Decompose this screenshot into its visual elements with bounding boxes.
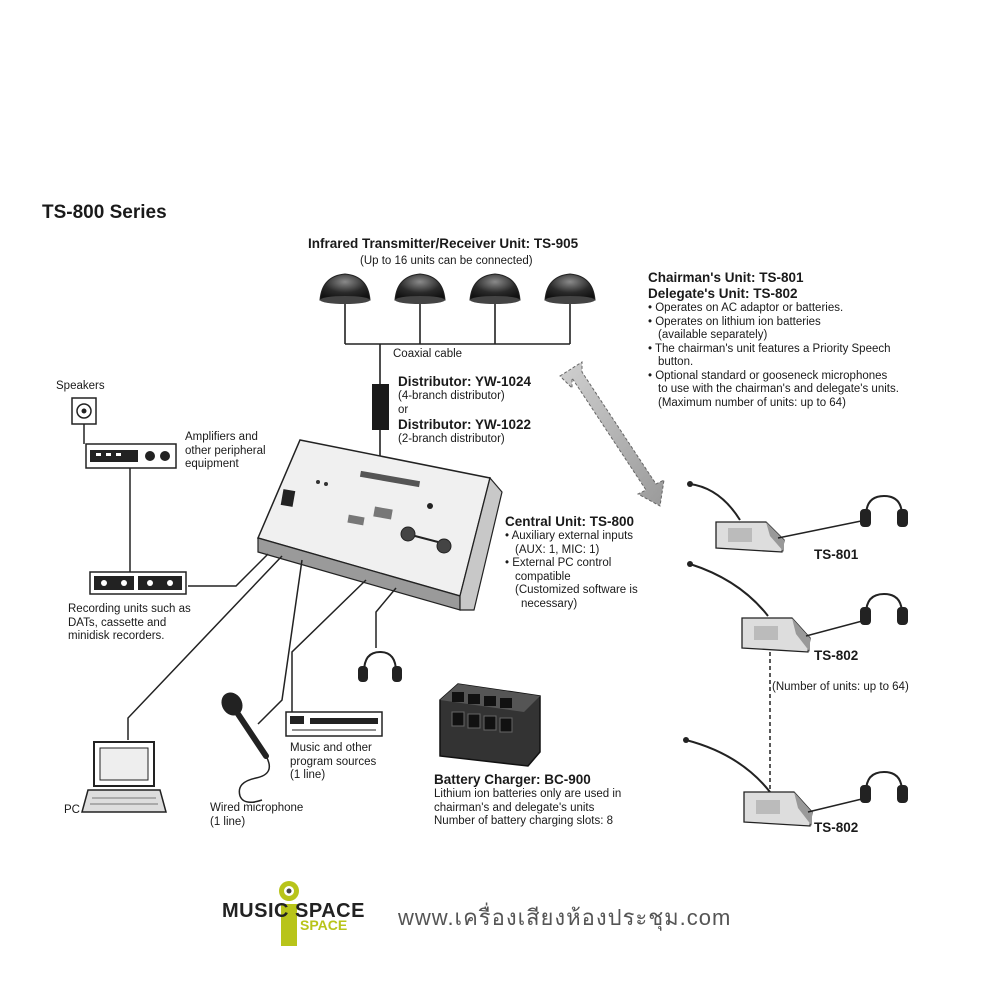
transmitter-note: (Up to 16 units can be connected): [360, 255, 533, 267]
chairman-unit-heading: Chairman's Unit: TS-801: [648, 270, 804, 285]
recording-label: Recording units such as DATs, cassette a…: [68, 603, 191, 644]
microphone-label: Wired microphone (1 line): [210, 802, 303, 829]
distributor-or: or: [398, 403, 409, 416]
units-info-line: button.: [658, 356, 694, 368]
units-info: Chairman's Unit: TS-801 Delegate's Unit:…: [648, 270, 899, 410]
headphones-icon-central: [358, 650, 402, 682]
music-source-label-line: (1 line): [290, 769, 326, 781]
pc-laptop-icon: [81, 741, 167, 813]
central-unit-wires: [127, 553, 397, 740]
music-source-label: Music and other program sources (1 line): [290, 742, 376, 783]
central-unit-line: • Auxiliary external inputs: [505, 530, 634, 542]
delegate-unit-ts802-device-2: [683, 737, 813, 827]
amplifiers-label-line: other peripheral: [185, 444, 266, 457]
ir-dome-1: [319, 273, 371, 304]
transmitter-heading: Infrared Transmitter/Receiver Unit: TS-9…: [308, 236, 579, 251]
distributor-heading-2: Distributor: YW-1022: [398, 417, 532, 432]
brand-subname: SPACE: [300, 917, 348, 933]
distributor-heading-1: Distributor: YW-1024: [398, 374, 532, 389]
brand-url: www.เครื่องเสียงห้องประชุม.com: [398, 905, 732, 930]
microphone-label-line: Wired microphone: [210, 802, 304, 814]
recording-label-line: DATs, cassette and: [68, 616, 167, 629]
delegate-unit-heading: Delegate's Unit: TS-802: [648, 286, 798, 301]
headphones-icon-ts802-2: [860, 770, 908, 803]
ts801-label: TS-801: [814, 547, 859, 562]
microphone-label-line: (1 line): [210, 815, 246, 828]
recording-unit-icon: [89, 571, 187, 595]
central-unit-heading: Central Unit: TS-800: [505, 514, 635, 529]
recording-label-line: Recording units such as: [68, 603, 191, 615]
coaxial-cable-lines: [344, 304, 571, 460]
page-title: TS-800 Series: [42, 202, 167, 223]
headphones-icon-ts801: [860, 494, 908, 527]
central-unit-line: necessary): [521, 597, 578, 610]
speaker-icon: [71, 397, 97, 425]
charger-info: Battery Charger: BC-900 Lithium ion batt…: [434, 772, 621, 829]
speakers-label: Speakers: [56, 380, 105, 392]
chairman-unit-ts801-device: [687, 481, 785, 553]
ts802-label-1: TS-802: [814, 648, 859, 663]
ir-dome-3: [469, 273, 521, 304]
units-info-line: • Operates on lithium ion batteries: [648, 315, 821, 328]
ts802-label-2: TS-802: [814, 820, 859, 835]
central-unit-line: (Customized software is: [515, 584, 638, 596]
amplifier-icon: [85, 443, 177, 469]
distributor-box: [372, 384, 389, 430]
ir-dome-2: [394, 273, 446, 304]
units-count-note: (Number of units: up to 64): [772, 681, 909, 693]
recording-label-line: minidisk recorders.: [68, 630, 165, 642]
pc-label: PC: [64, 804, 80, 816]
infrared-transmitter-units: [319, 273, 596, 304]
battery-charger-icon: [439, 683, 541, 767]
charger-line: Number of battery charging slots: 8: [434, 815, 613, 827]
units-info-line: • Operates on AC adaptor or batteries.: [648, 302, 844, 314]
headphones-icon-ts802-1: [860, 592, 908, 625]
music-source-label-line: Music and other: [290, 742, 372, 754]
music-source-icon: [285, 711, 383, 737]
unit-headphone-wires: [777, 519, 867, 813]
brand-name: MUSIC SPACE: [222, 900, 365, 922]
brand-logo-mark: [279, 881, 299, 946]
amplifiers-label-line: Amplifiers and: [185, 431, 258, 443]
charger-heading: Battery Charger: BC-900: [434, 772, 591, 787]
units-info-line: to use with the chairman's and delegate'…: [658, 383, 899, 395]
infrared-link-arrow: [559, 361, 665, 507]
central-unit-ts800-device: [256, 439, 503, 611]
distributor-desc-1: (4-branch distributor): [398, 390, 505, 402]
amplifiers-label-line: equipment: [185, 458, 239, 470]
distributor-desc-2: (2-branch distributor): [398, 433, 505, 445]
units-info-line: (Maximum number of units: up to 64): [658, 396, 846, 409]
music-source-label-line: program sources: [290, 755, 377, 768]
distributor-info: Distributor: YW-1024 (4-branch distribut…: [398, 374, 531, 447]
brand-watermark: MUSIC SPACE SPACE www.เครื่องเสียงห้องปร…: [222, 880, 842, 950]
central-unit-line: compatible: [515, 570, 571, 583]
units-info-line: • Optional standard or gooseneck microph…: [648, 369, 888, 382]
central-unit-line: • External PC control: [505, 557, 612, 569]
charger-line: chairman's and delegate's units: [434, 801, 595, 814]
charger-line: Lithium ion batteries only are used in: [434, 788, 622, 800]
coaxial-cable-label: Coaxial cable: [393, 348, 463, 360]
ir-dome-4: [544, 273, 596, 304]
central-unit-info: Central Unit: TS-800 • Auxiliary externa…: [505, 514, 638, 611]
units-info-line: • The chairman's unit features a Priorit…: [648, 342, 891, 355]
delegate-unit-ts802-device-1: [687, 561, 811, 653]
wired-microphone-icon: [221, 692, 271, 803]
central-unit-line: (AUX: 1, MIC: 1): [515, 543, 600, 556]
units-info-line: (available separately): [658, 329, 768, 341]
amplifiers-label: Amplifiers and other peripheral equipmen…: [185, 431, 266, 472]
